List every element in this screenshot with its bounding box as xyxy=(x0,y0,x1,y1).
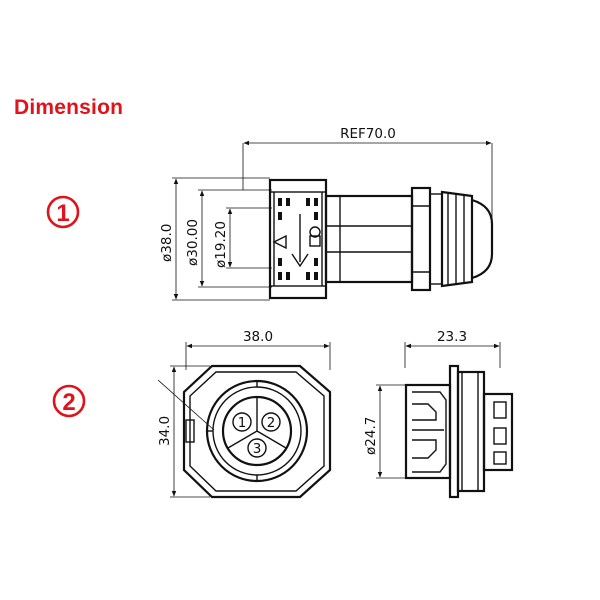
side-dia-label: ø24.7 xyxy=(363,417,379,455)
ref-length-label: REF70.0 xyxy=(340,126,396,142)
badge-view-2: 2 xyxy=(52,384,86,418)
view-2-front-view: 38.0 34.0 1 2 3 xyxy=(157,329,332,499)
pin-3-label: 3 xyxy=(253,441,262,457)
side-width-label: 23.3 xyxy=(437,329,467,345)
front-height-label: 34.0 xyxy=(157,416,173,446)
pin-2-label: 2 xyxy=(267,415,276,431)
dia-inner-label: ø19.20 xyxy=(213,221,229,268)
dia-mid-label: ø30.00 xyxy=(185,219,201,266)
view-1-side-elevation: REF70.0 ø38.0 ø30.00 ø19.20 xyxy=(159,126,494,301)
front-width-label: 38.0 xyxy=(243,329,273,345)
badge-view-1: 1 xyxy=(46,195,80,229)
page-title: Dimension xyxy=(14,96,124,119)
badge-view-2-label: 2 xyxy=(62,389,75,416)
badge-view-1-label: 1 xyxy=(56,200,69,227)
dia-outer-label: ø38.0 xyxy=(159,224,175,262)
view-2-side-view: 23.3 ø24.7 xyxy=(363,329,514,499)
pin-1-label: 1 xyxy=(238,415,247,431)
